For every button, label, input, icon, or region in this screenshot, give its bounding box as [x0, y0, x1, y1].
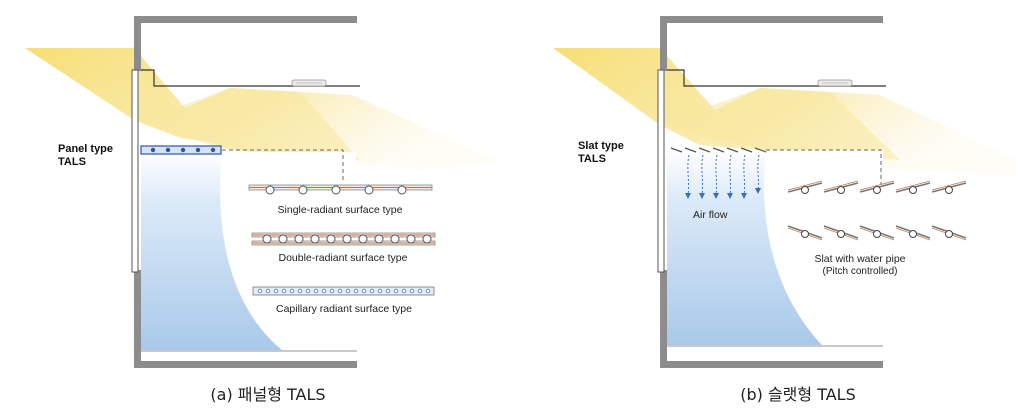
- sunlight-beam-a: [25, 48, 500, 170]
- ceiling-profile-b: [667, 69, 886, 87]
- ceiling-profile-a: [141, 69, 360, 87]
- left-wall-bottom-b: [660, 270, 667, 368]
- cool-air-zone-a: [141, 152, 282, 350]
- slat-detail-row2: [787, 225, 967, 241]
- cool-air-zone-b: [667, 150, 822, 345]
- side-label-a-line2: TALS: [58, 156, 86, 168]
- leader-line-b: [766, 149, 882, 184]
- air-flow-arrows: [687, 154, 760, 196]
- air-flow-arrowheads: [685, 188, 761, 199]
- floor-line-a: [141, 350, 357, 352]
- detail-label-double: Double-radiant surface type: [279, 252, 408, 264]
- left-wall-top-a: [134, 16, 141, 71]
- slat-label-line2: (Pitch controlled): [822, 266, 897, 277]
- panel-a: Panel type TALS Single-radiant surface t…: [25, 16, 500, 404]
- floor-wall-a: [134, 361, 357, 368]
- floor-wall-b: [660, 361, 883, 368]
- air-flow-label: Air flow: [693, 209, 728, 221]
- room-interior-b: [764, 150, 883, 345]
- caption-a: (a) 패널형 TALS: [210, 385, 325, 404]
- floor-line-b: [667, 345, 883, 347]
- slat-array-b: [670, 147, 767, 153]
- leader-line-a: [222, 149, 344, 180]
- ceiling-light-a: [291, 79, 327, 87]
- side-label-b-line2: TALS: [578, 153, 606, 165]
- single-radiant-panel-detail: [248, 184, 433, 195]
- capillary-radiant-panel-detail: [252, 286, 435, 296]
- panel-b: Air flow Slat with water pipe (Pitch con…: [553, 16, 1016, 404]
- detail-label-single: Single-radiant surface type: [278, 204, 403, 216]
- detail-label-capillary: Capillary radiant surface type: [276, 303, 412, 315]
- side-label-b-line1: Slat type: [578, 140, 624, 152]
- ceiling-wall-a: [134, 16, 357, 23]
- radiant-panel-a: [140, 145, 222, 155]
- left-wall-bottom-a: [134, 270, 141, 368]
- sunlight-beam-b: [553, 48, 1016, 175]
- left-wall-top-b: [660, 16, 667, 71]
- side-label-a-line1: Panel type: [58, 143, 113, 155]
- window-glazing-b: [657, 69, 665, 273]
- ceiling-wall-b: [660, 16, 883, 23]
- caption-b: (b) 슬랫형 TALS: [740, 385, 856, 404]
- room-interior-a: [220, 152, 356, 350]
- slat-detail-row1: [787, 180, 967, 194]
- slat-label-line1: Slat with water pipe: [814, 253, 905, 265]
- double-radiant-panel-detail: [251, 232, 436, 246]
- ceiling-light-b: [817, 79, 853, 87]
- window-glazing-a: [131, 69, 139, 273]
